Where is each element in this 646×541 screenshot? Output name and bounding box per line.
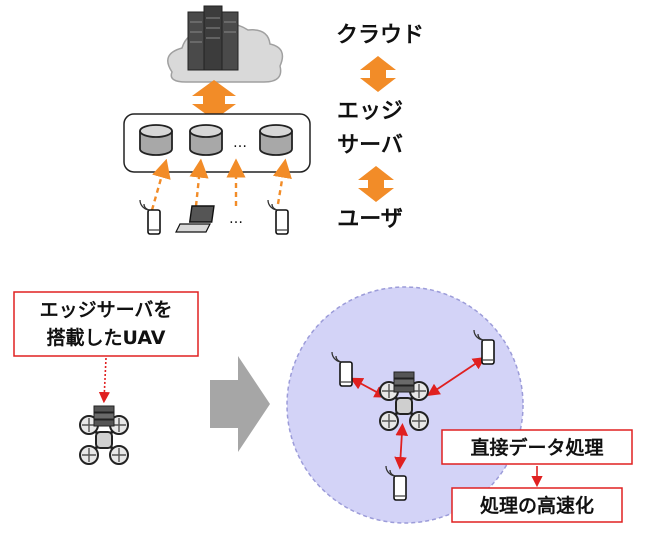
edge-user-layer-arrow [358, 166, 394, 202]
cloud-layer-label: クラウド [336, 23, 424, 48]
database-icon [259, 124, 293, 156]
speedup-label: 処理の高速化 [480, 494, 594, 517]
cloud-edge-double-arrow [192, 80, 236, 120]
cloud-edge-layer-arrow [360, 56, 396, 92]
server-ellipsis: … [233, 135, 247, 151]
device-ellipsis: … [229, 211, 243, 227]
laptop-icon [175, 205, 215, 233]
upload-dashed-arrows [150, 158, 292, 211]
uav-callout-line2: 搭載したUAV [47, 326, 166, 349]
speedup-callout: 処理の高速化 [451, 487, 623, 523]
database-icon [139, 124, 173, 156]
transition-arrow [210, 356, 270, 452]
edge-layer-label-line1: エッジ [337, 99, 403, 124]
edge-layer-label-line2: サーバ [337, 133, 403, 158]
user-layer-label: ユーザ [337, 207, 403, 232]
smartphone-icon [139, 199, 161, 235]
uav-callout-pointer [98, 357, 110, 404]
uav-drone-icon [78, 404, 130, 466]
database-icon [189, 124, 223, 156]
direct-processing-label: 直接データ処理 [470, 436, 603, 459]
smartphone-icon [267, 199, 289, 235]
cloud-datacenter-icon [167, 5, 284, 83]
uav-callout: エッジサーバを 搭載したUAV [13, 291, 199, 357]
direct-processing-callout: 直接データ処理 [441, 429, 633, 465]
uav-callout-line1: エッジサーバを [40, 299, 173, 321]
